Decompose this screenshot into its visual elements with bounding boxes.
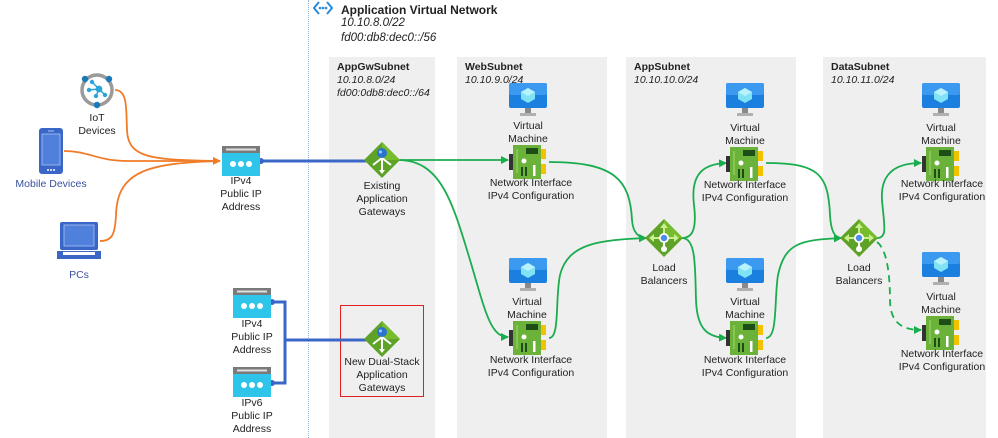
network-interface-icon[interactable] — [725, 321, 765, 355]
subnet-appgw: AppGwSubnet 10.10.8.0/24 fd00:0db8:dec0:… — [329, 57, 435, 438]
load-balancer-icon[interactable] — [645, 219, 683, 257]
mobile-devices-label: Mobile Devices — [15, 178, 87, 190]
application-gateway-icon[interactable] — [364, 142, 400, 178]
virtual-machine-icon[interactable] — [509, 83, 547, 117]
application-gateway-icon[interactable] — [364, 321, 400, 357]
network-interface-icon[interactable] — [921, 147, 961, 181]
link-app-nic-2-to-lb2 — [765, 234, 842, 339]
link-new-ips-to-new-gateway — [272, 300, 366, 385]
subnet-title: DataSubnet — [831, 61, 890, 73]
mobile-device-icon[interactable] — [38, 127, 64, 175]
virtual-machine-icon[interactable] — [922, 83, 960, 117]
subnet-ipv4-cidr: 10.10.10.0/24 — [634, 74, 699, 86]
public-ip-icon[interactable] — [222, 146, 260, 176]
subnet-ipv4-cidr: 10.10.9.0/24 — [465, 74, 524, 86]
link-web-nic-2-to-lb1 — [548, 234, 647, 339]
subnet-app: AppSubnet 10.10.10.0/24 — [626, 57, 796, 438]
load-balancer-icon[interactable] — [840, 219, 878, 257]
public-ip-icon[interactable] — [233, 288, 271, 318]
virtual-machine-icon[interactable] — [726, 83, 764, 117]
subnet-ipv4-cidr: 10.10.11.0/24 — [831, 74, 895, 86]
pcs-label: PCs — [69, 269, 89, 281]
vnet-ipv4-cidr: 10.10.8.0/22 — [341, 17, 405, 29]
link-lb2-to-data-nic-2 — [876, 241, 922, 334]
vnet-title: Application Virtual Network — [341, 3, 498, 17]
iot-hub-icon[interactable] — [79, 71, 115, 109]
virtual-machine-icon[interactable] — [922, 252, 960, 286]
network-interface-icon[interactable] — [508, 145, 548, 179]
new-gateway-highlight — [340, 305, 424, 397]
link-pc-to-ip — [99, 160, 221, 242]
vnet-ipv6-cidr: fd00:db8:dec0::/56 — [341, 32, 437, 44]
vnet-boundary — [308, 0, 309, 438]
network-interface-icon[interactable] — [921, 316, 961, 350]
subnet-title: AppGwSubnet — [337, 61, 410, 73]
public-ip-icon[interactable] — [233, 367, 271, 397]
virtual-machine-icon[interactable] — [509, 258, 547, 292]
link-lb2-to-data-nic-1 — [876, 159, 922, 239]
network-interface-icon[interactable] — [725, 147, 765, 181]
virtual-network-icon — [313, 1, 333, 15]
link-lb1-to-app-nic-1 — [681, 159, 727, 239]
link-gateway-to-web-nic-2 — [397, 159, 509, 341]
network-interface-icon[interactable] — [508, 321, 548, 355]
link-iot-to-ip — [114, 89, 221, 165]
link-mobile-to-ip — [63, 150, 220, 162]
link-lb1-to-app-nic-2 — [681, 237, 727, 342]
subnet-ipv6-cidr: fd00:0db8:dec0::/64 — [337, 87, 430, 99]
subnet-title: AppSubnet — [634, 61, 690, 73]
subnet-ipv4-cidr: 10.10.8.0/24 — [337, 74, 396, 86]
virtual-machine-icon[interactable] — [726, 258, 764, 292]
subnet-title: WebSubnet — [465, 61, 523, 73]
pc-laptop-icon[interactable] — [55, 221, 103, 261]
